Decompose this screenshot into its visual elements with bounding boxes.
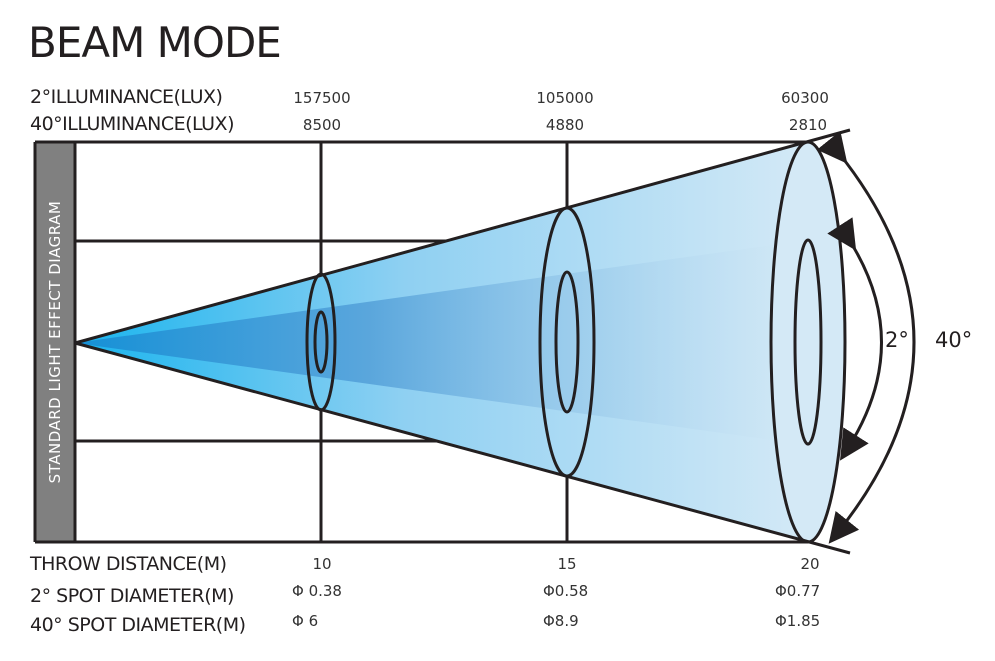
lux40-20m: 2810: [788, 116, 828, 134]
side-label: STANDARD LIGHT EFFECT DIAGRAM: [46, 201, 64, 484]
spot40-10m: Φ 6: [292, 612, 319, 630]
lux40-10m: 8500: [302, 116, 342, 134]
throw-label: THROW DISTANCE(M): [30, 553, 227, 575]
spot40-15m: Φ8.9: [543, 612, 579, 630]
side-bar: [35, 142, 75, 542]
wide-spot-15m: [538, 206, 596, 478]
distance-15m: 15: [557, 555, 577, 573]
distance-10m: 10: [312, 555, 332, 573]
narrow-spot-10m: [313, 310, 329, 374]
spot2-15m: Φ0.58: [543, 582, 589, 600]
distance-20m: 20: [800, 555, 820, 573]
lux40-15m: 4880: [545, 116, 585, 134]
wide-spot-10m: [305, 272, 337, 412]
wide-angle-label: 40°: [935, 328, 973, 352]
narrow-angle-label: 2°: [885, 328, 909, 352]
spot2-10m: Φ 0.38: [292, 582, 342, 600]
narrow-angle-arrow: [827, 217, 883, 461]
spot2-label: 2° SPOT DIAMETER(M): [30, 585, 234, 607]
lux2-15m: 105000: [536, 89, 594, 107]
spot2-20m: Φ0.77: [775, 582, 821, 600]
page-title: BEAM MODE: [28, 18, 282, 67]
wide-angle-arrow: [816, 130, 916, 544]
beam-outlines: [74, 128, 916, 555]
narrow-spot-15m: [554, 270, 580, 414]
beam-cone: [75, 142, 845, 542]
lux2-20m: 60300: [781, 89, 829, 107]
lux40-label: 40°ILLUMINANCE(LUX): [30, 113, 235, 135]
spot40-label: 40° SPOT DIAMETER(M): [30, 614, 246, 636]
lux2-label: 2°ILLUMINANCE(LUX): [30, 86, 223, 108]
spot40-20m: Φ1.85: [775, 612, 821, 630]
lux2-10m: 157500: [293, 89, 351, 107]
